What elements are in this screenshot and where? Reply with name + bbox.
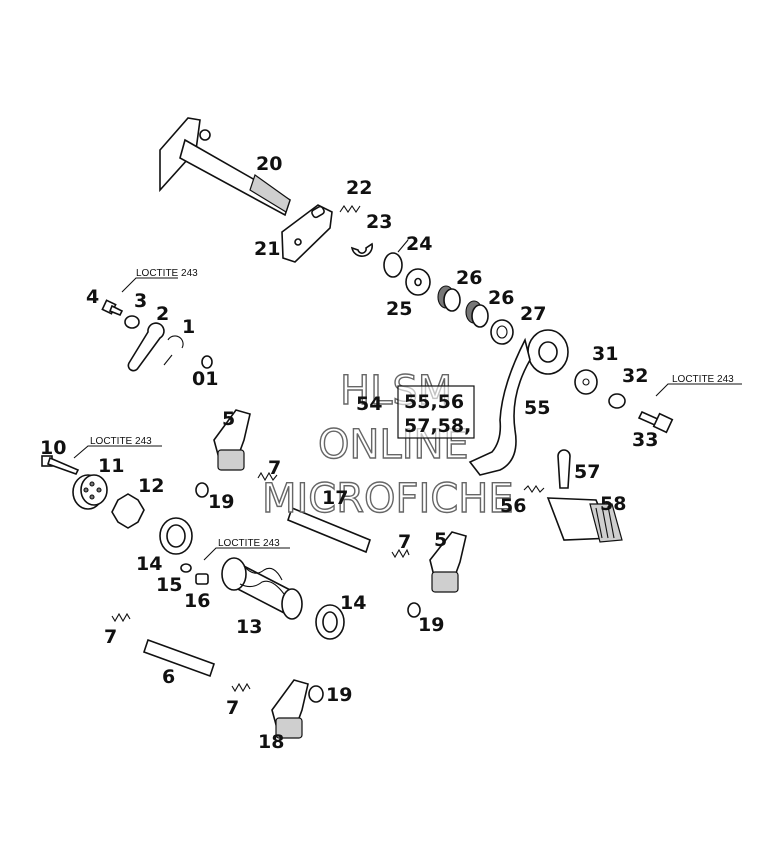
label-01: 01 — [192, 368, 218, 390]
spring-22 — [339, 205, 361, 213]
spring-24 — [383, 239, 409, 278]
washer-3 — [124, 315, 140, 329]
label-24: 24 — [406, 233, 432, 255]
label-7a: 7 — [268, 457, 281, 479]
label-31: 31 — [592, 343, 618, 365]
label-1: 1 — [182, 316, 195, 338]
label-5a: 5 — [222, 408, 235, 430]
shift-shaft — [159, 117, 291, 217]
label-19c: 19 — [326, 684, 352, 706]
washer-31 — [574, 369, 598, 395]
ref-group-box — [397, 385, 475, 439]
label-3: 3 — [134, 290, 147, 312]
bolt-4 — [101, 299, 124, 317]
label-13: 13 — [236, 616, 262, 638]
pin-15 — [180, 563, 192, 573]
label-26a: 26 — [456, 267, 482, 289]
loctite-leader-1 — [121, 277, 178, 293]
label-19b: 19 — [418, 614, 444, 636]
loctite-leader-2 — [73, 445, 162, 459]
seal-14a — [159, 517, 193, 555]
bearing-26a — [437, 285, 461, 312]
loctite-note-1: LOCTITE 243 — [136, 268, 198, 279]
pin-57 — [557, 449, 571, 489]
loctite-note-2: LOCTITE 243 — [90, 436, 152, 447]
clip-32 — [608, 393, 626, 409]
label-5b: 5 — [434, 529, 447, 551]
seal-14b — [315, 604, 345, 640]
loctite-note-3: LOCTITE 243 — [218, 538, 280, 549]
label-19a: 19 — [208, 491, 234, 513]
label-58: 58 — [600, 493, 626, 515]
bearing-26b — [465, 300, 489, 328]
label-7d: 7 — [226, 697, 239, 719]
bolt-33 — [637, 410, 674, 434]
label-11: 11 — [98, 455, 124, 477]
label-56: 56 — [500, 495, 526, 517]
roller-19b — [407, 602, 421, 618]
shift-fork-5a — [213, 409, 251, 471]
spring-7a — [257, 471, 278, 482]
label-14a: 14 — [136, 553, 162, 575]
label-17: 17 — [322, 487, 348, 509]
spring-7d — [231, 682, 251, 693]
ref-57-58: 57,58, — [404, 415, 471, 437]
shift-lever — [468, 329, 569, 476]
label-2: 2 — [156, 303, 169, 325]
label-16: 16 — [184, 590, 210, 612]
spring-7c — [111, 612, 131, 623]
rubber-58 — [546, 497, 623, 543]
ref-54: 54 — [356, 393, 382, 415]
shift-star-12 — [111, 493, 145, 529]
label-4: 4 — [86, 286, 99, 308]
label-12: 12 — [138, 475, 164, 497]
shift-plate — [281, 204, 333, 263]
detent-wheel-11 — [72, 474, 108, 510]
spring-1 — [163, 335, 184, 366]
ring-27 — [490, 319, 514, 345]
watermark-line-2: ONLINE — [318, 422, 469, 468]
label-33: 33 — [632, 429, 658, 451]
label-55: 55 — [524, 397, 550, 419]
label-23: 23 — [366, 211, 392, 233]
label-57: 57 — [574, 461, 600, 483]
label-14b: 14 — [340, 592, 366, 614]
loctite-note-4: LOCTITE 243 — [672, 374, 734, 385]
shift-fork-18 — [271, 679, 309, 739]
bolt-10 — [41, 455, 80, 475]
fork-shaft-17 — [287, 506, 371, 554]
spring-56 — [523, 485, 545, 493]
loctite-leader-3 — [203, 547, 290, 561]
ref-55-56: 55,56 — [404, 391, 464, 413]
shift-drum-13 — [221, 557, 303, 620]
label-6: 6 — [162, 666, 175, 688]
label-26b: 26 — [488, 287, 514, 309]
spring-7b — [391, 548, 410, 559]
label-20: 20 — [256, 153, 282, 175]
label-7b: 7 — [398, 531, 411, 553]
washer-25 — [405, 268, 431, 296]
roller-19c — [308, 685, 324, 703]
label-15: 15 — [156, 574, 182, 596]
nut-01 — [201, 355, 213, 369]
label-7c: 7 — [104, 626, 117, 648]
loctite-leader-4 — [655, 383, 742, 397]
label-25: 25 — [386, 298, 412, 320]
label-27: 27 — [520, 303, 546, 325]
bolt-16 — [195, 573, 209, 585]
label-22: 22 — [346, 177, 372, 199]
label-21: 21 — [254, 238, 280, 260]
roller-19a — [195, 482, 209, 498]
label-32: 32 — [622, 365, 648, 387]
lever-2 — [127, 322, 165, 372]
fork-shaft-6 — [142, 638, 216, 678]
shift-fork-5b — [429, 531, 467, 593]
clip-23 — [350, 242, 373, 257]
label-10: 10 — [40, 437, 66, 459]
watermark-line-3: MICROFICHE — [262, 476, 514, 522]
label-18: 18 — [258, 731, 284, 753]
